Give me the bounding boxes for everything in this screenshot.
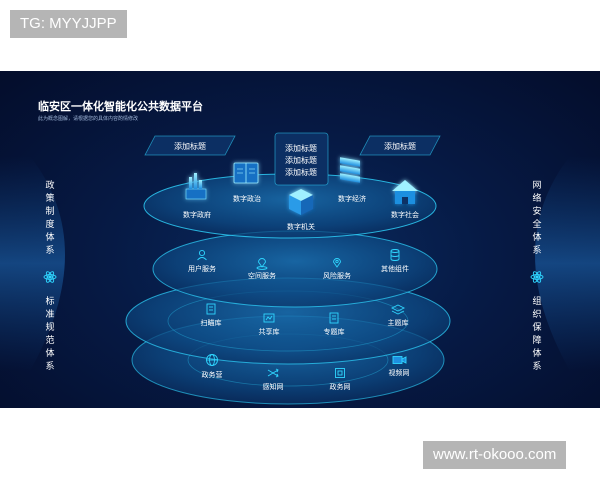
map-pin-icon: [256, 258, 268, 270]
globe-icon: [206, 354, 218, 366]
placeholder-left-label: 添加标题: [174, 141, 206, 151]
side-right-top-char: 络: [532, 192, 541, 204]
network-label: 视频网: [389, 368, 410, 377]
side-left-top-char: 体: [45, 231, 54, 243]
services-label: 其他组件: [381, 264, 409, 273]
side-left-bottom-char: 标: [45, 295, 54, 307]
side-right-top-char: 全: [532, 218, 541, 230]
side-right-bottom-char: 织: [532, 308, 541, 320]
side-right-top-char: 网: [532, 180, 541, 191]
services-label: 空间服务: [248, 271, 276, 280]
atom-icon: [43, 271, 57, 283]
server-stack-icon: [340, 157, 360, 183]
placeholder-center-label: 添加标题: [285, 143, 317, 153]
network-label: 政务网: [330, 382, 351, 391]
watermark-tag-bottom: www.rt-okooo.com: [423, 441, 567, 469]
services-label: 风险服务: [323, 271, 351, 280]
left-side-band: [0, 156, 65, 371]
bar-chart-cube-icon: [185, 173, 207, 200]
side-left-bottom-char: 范: [45, 334, 54, 346]
data-layer-label: 主题库: [388, 318, 409, 327]
page-title: 临安区一体化智能化公共数据平台: [38, 100, 203, 113]
top-layer-label: 数字机关: [287, 222, 315, 231]
side-right-top-char: 安: [532, 205, 541, 217]
side-right-bottom-char: 系: [532, 361, 541, 372]
diagram-svg: 政 策 制 度 体 系 标 准 规 范 体 系 网 络 安 全 体 系 组 织 …: [0, 132, 600, 405]
side-right-top-char: 系: [532, 245, 541, 256]
video-icon: [392, 356, 407, 364]
cube-stack-icon: [289, 189, 313, 215]
placeholder-right-label: 添加标题: [384, 141, 416, 151]
services-label: 用户服务: [188, 264, 216, 273]
placeholder-center-label: 添加标题: [285, 167, 317, 177]
document-icon: [329, 312, 339, 324]
placeholder-center: 添加标题 添加标题 添加标题: [274, 132, 329, 186]
placeholder-right: 添加标题: [359, 135, 441, 156]
side-left-bottom-char: 系: [45, 361, 54, 372]
watermark-tag-top: TG: MYYJJPP: [10, 10, 127, 38]
shuffle-icon: [267, 368, 279, 378]
side-left-top-char: 度: [45, 218, 54, 230]
side-right-bottom-char: 障: [532, 334, 541, 346]
top-layer-label: 数字政府: [183, 210, 211, 219]
side-left-bottom-char: 规: [45, 322, 54, 333]
side-left-top-char: 策: [45, 192, 54, 204]
data-layer-label: 扫瞄库: [201, 318, 222, 327]
side-left-top-char: 系: [45, 245, 54, 256]
data-layer-label: 共享库: [259, 327, 280, 336]
window-icon: [335, 368, 345, 378]
data-layer-label: 专题库: [324, 327, 345, 336]
book-icon: [233, 162, 259, 184]
location-pin-icon: [333, 258, 341, 268]
chart-icon: [263, 313, 275, 323]
user-icon: [197, 249, 207, 261]
house-icon: [392, 180, 418, 204]
layers-icon: [390, 304, 406, 315]
network-label: 感知网: [263, 382, 284, 391]
side-left-bottom-char: 体: [45, 347, 54, 359]
side-right-bottom-char: 保: [532, 321, 541, 333]
side-left-top-char: 制: [45, 205, 54, 217]
placeholder-center-label: 添加标题: [285, 155, 317, 165]
placeholder-left: 添加标题: [144, 135, 236, 156]
side-right-bottom-char: 体: [532, 347, 541, 359]
right-side-band: [535, 156, 600, 371]
top-layer-label: 数字政治: [233, 194, 261, 203]
side-left-bottom-char: 准: [45, 309, 54, 320]
side-right-bottom-char: 组: [532, 295, 541, 307]
atom-icon: [530, 271, 544, 283]
diagram-panel: 政 策 制 度 体 系 标 准 规 范 体 系 网 络 安 全 体 系 组 织 …: [0, 71, 600, 408]
top-layer-label: 数字经济: [338, 194, 366, 203]
side-left-top-char: 政: [45, 179, 54, 191]
network-label: 政务营: [202, 370, 223, 379]
document-icon: [206, 303, 216, 315]
page-subtitle: 此为概念图解，请根据您的具体内容酌情修改: [38, 116, 139, 122]
top-layer-label: 数字社会: [391, 210, 419, 219]
side-right-top-char: 体: [532, 231, 541, 243]
database-icon: [390, 249, 400, 261]
